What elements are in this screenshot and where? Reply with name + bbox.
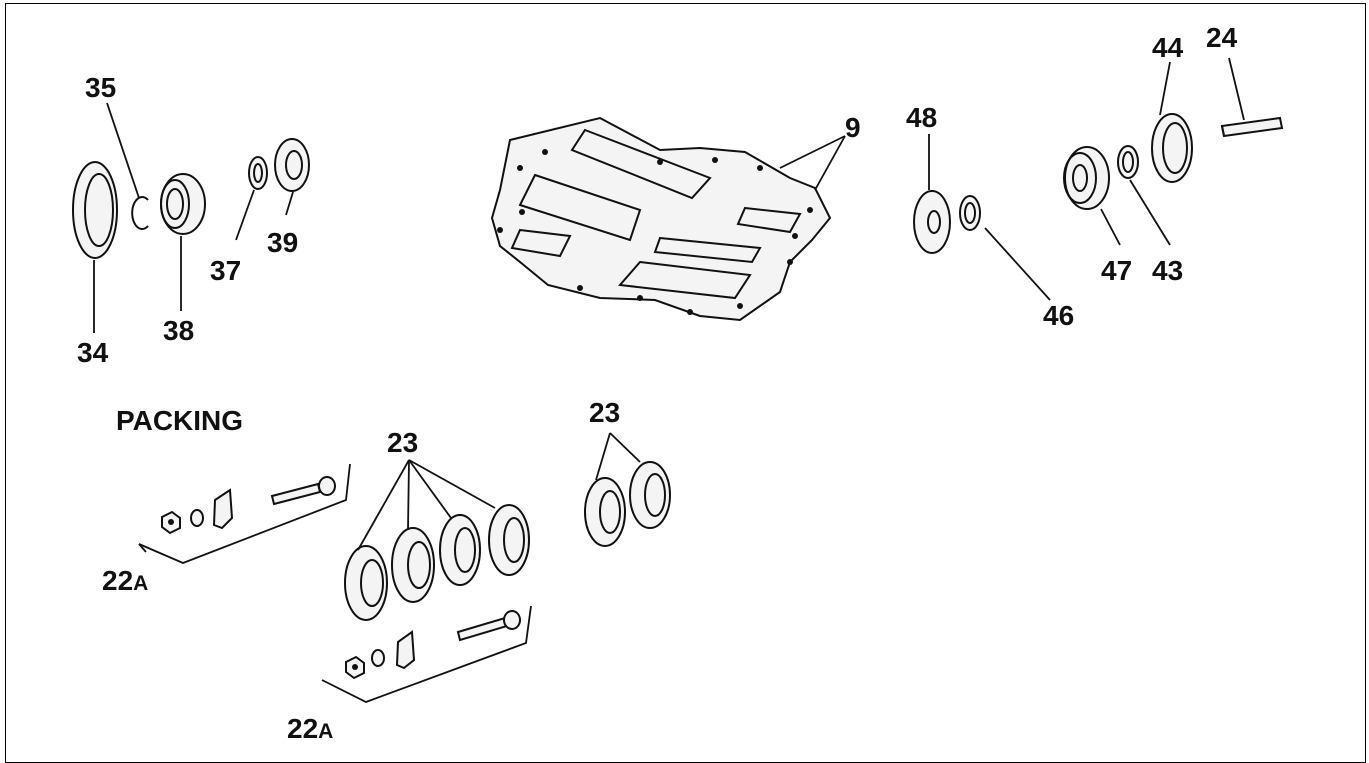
leaders-23-group-2 bbox=[595, 432, 641, 481]
callout-43: 43 bbox=[1152, 255, 1183, 286]
packing-hardware-lower bbox=[321, 605, 532, 703]
callout-22a-upper: 22A bbox=[102, 565, 148, 596]
callout-23-group-2: 23 bbox=[589, 397, 620, 428]
part-9-gasket bbox=[490, 116, 832, 322]
callout-37: 37 bbox=[210, 255, 241, 286]
part-24-key bbox=[1220, 116, 1284, 138]
part-46-ring bbox=[959, 195, 981, 231]
callout-39: 39 bbox=[267, 227, 298, 258]
packing-rings-group-4 bbox=[344, 504, 530, 621]
callout-35: 35 bbox=[85, 72, 116, 103]
callout-46: 46 bbox=[1043, 300, 1074, 331]
leaders-9 bbox=[779, 135, 846, 191]
part-39-seal bbox=[274, 138, 310, 192]
callout-44: 44 bbox=[1152, 32, 1184, 63]
part-38-bearing bbox=[160, 173, 206, 235]
part-35-snap-ring bbox=[131, 196, 149, 230]
callout-24: 24 bbox=[1206, 22, 1238, 53]
part-48-washer bbox=[913, 190, 951, 254]
packing-title: PACKING bbox=[116, 405, 243, 436]
part-44-retainer bbox=[1151, 113, 1193, 183]
callout-34: 34 bbox=[77, 337, 109, 368]
leaders-right-group bbox=[928, 57, 1245, 301]
leaders-left-group bbox=[93, 102, 294, 333]
part-47-bearing bbox=[1063, 146, 1110, 210]
leaders-23-group-4 bbox=[357, 459, 496, 551]
callout-38: 38 bbox=[163, 315, 194, 346]
callout-47: 47 bbox=[1101, 255, 1132, 286]
callout-9: 9 bbox=[845, 112, 861, 143]
packing-rings-group-2 bbox=[584, 461, 671, 547]
part-43-ring bbox=[1117, 145, 1139, 179]
callout-23-group-4: 23 bbox=[387, 427, 418, 458]
callout-48: 48 bbox=[906, 102, 937, 133]
packing-hardware-upper bbox=[138, 463, 351, 564]
part-37-ring bbox=[248, 156, 268, 190]
part-34-retainer bbox=[72, 161, 118, 259]
callout-22a-lower: 22A bbox=[287, 713, 333, 744]
